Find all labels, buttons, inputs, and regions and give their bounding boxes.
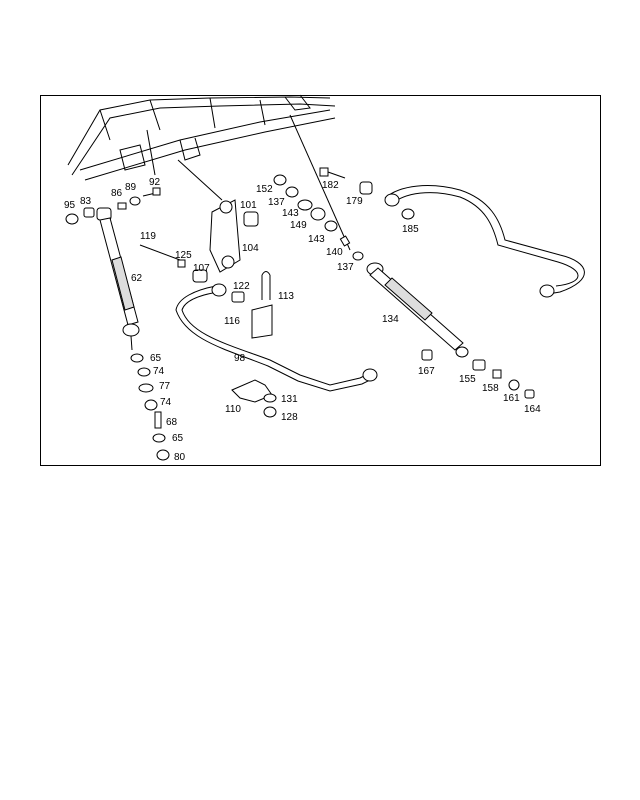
callout-label: 161 bbox=[503, 393, 520, 404]
callout-label: 143 bbox=[282, 208, 299, 219]
callout-label: 128 bbox=[281, 412, 298, 423]
callout-label: 92 bbox=[149, 177, 161, 188]
callout-label: 140 bbox=[326, 247, 343, 258]
callout-label: 122 bbox=[233, 281, 250, 292]
callout-label: 65 bbox=[150, 353, 162, 364]
callout-label: 149 bbox=[290, 220, 307, 231]
callout-label: 134 bbox=[382, 314, 399, 325]
callout-label: 179 bbox=[346, 196, 363, 207]
callout-label: 167 bbox=[418, 366, 435, 377]
leader-lines bbox=[146, 114, 351, 251]
callout-label: 152 bbox=[256, 184, 273, 195]
callout-label: 62 bbox=[131, 273, 143, 284]
right-shock-absorber bbox=[366, 262, 535, 399]
callout-label: 185 bbox=[402, 224, 419, 235]
callout-labels: 95 83 86 89 92 119 125 62 101 104 107 12… bbox=[64, 177, 541, 463]
center-stack bbox=[273, 174, 364, 261]
vehicle-frame bbox=[67, 94, 336, 181]
callout-label: 65 bbox=[172, 433, 184, 444]
callout-label: 137 bbox=[268, 197, 285, 208]
callout-label: 116 bbox=[224, 316, 240, 327]
callout-label: 80 bbox=[174, 452, 186, 463]
callout-label: 182 bbox=[322, 180, 339, 191]
callout-label: 74 bbox=[153, 366, 165, 377]
callout-label: 101 bbox=[240, 200, 257, 211]
callout-label: 131 bbox=[281, 394, 298, 405]
callout-label: 107 bbox=[193, 263, 210, 274]
callout-label: 143 bbox=[308, 234, 325, 245]
callout-label: 77 bbox=[159, 381, 171, 392]
callout-label: 98 bbox=[234, 353, 246, 364]
bracket-104 bbox=[139, 199, 259, 283]
stabilizer-bar-98 bbox=[175, 271, 378, 418]
callout-label: 110 bbox=[225, 404, 241, 415]
rear-stabilizer bbox=[319, 167, 585, 298]
callout-label: 119 bbox=[140, 231, 156, 242]
diagram-frame bbox=[40, 95, 601, 466]
callout-label: 74 bbox=[160, 397, 172, 408]
callout-label: 83 bbox=[80, 196, 92, 207]
callout-label: 86 bbox=[111, 188, 123, 199]
callout-label: 95 bbox=[64, 200, 76, 211]
callout-label: 155 bbox=[459, 374, 476, 385]
callout-label: 68 bbox=[166, 417, 178, 428]
callout-label: 125 bbox=[175, 250, 192, 261]
callout-label: 164 bbox=[524, 404, 541, 415]
callout-label: 158 bbox=[482, 383, 499, 394]
hardware-stack bbox=[65, 187, 170, 461]
callout-label: 104 bbox=[242, 243, 259, 254]
callout-label: 113 bbox=[278, 291, 294, 302]
left-shock-absorber bbox=[96, 207, 140, 351]
callout-label: 137 bbox=[337, 262, 354, 273]
callout-label: 89 bbox=[125, 182, 137, 193]
